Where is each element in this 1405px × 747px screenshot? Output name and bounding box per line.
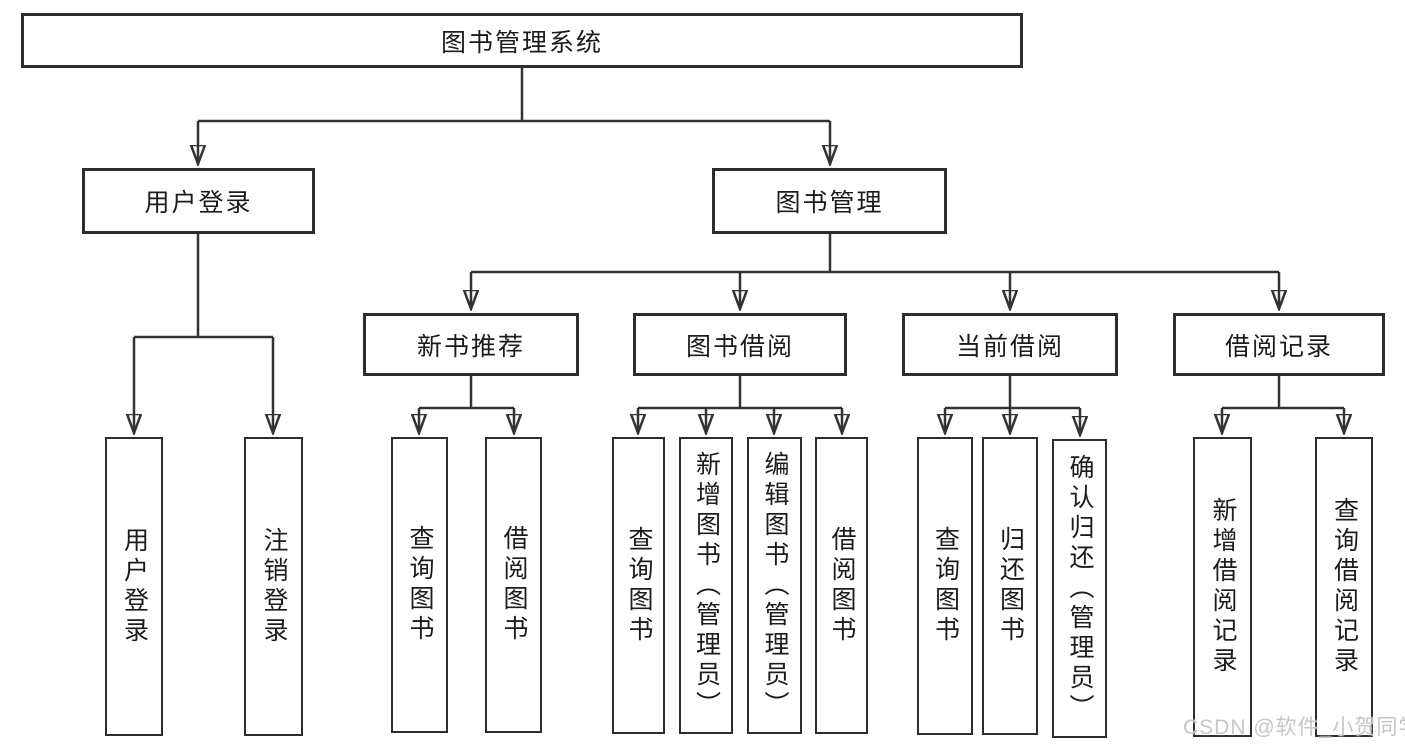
leaf-borrow-add-books-admin: 新增图书（管理员） xyxy=(679,437,733,734)
leaf-user-login: 用户登录 xyxy=(105,437,163,736)
connector-root-to-level2 xyxy=(198,68,830,164)
connector-book-mgmt-to-level3 xyxy=(471,234,1279,309)
leaf-borrow-edit-books-admin-label: 编辑图书（管理员） xyxy=(761,450,789,721)
node-book-management-label: 图书管理 xyxy=(775,189,884,217)
leaf-newrec-borrow-books-label: 借阅图书 xyxy=(500,525,528,645)
node-new-book-recommend: 新书推荐 xyxy=(363,313,579,376)
node-user-login-label: 用户登录 xyxy=(144,189,253,217)
leaf-borrow-query-books-label: 查询图书 xyxy=(625,525,653,646)
connector-current-borrow-to-children xyxy=(945,376,1080,435)
leaf-current-query-books-label: 查询图书 xyxy=(931,526,960,646)
leaf-records-add-record: 新增借阅记录 xyxy=(1193,437,1252,737)
leaf-current-confirm-return-admin: 确认归还（管理员） xyxy=(1052,439,1107,738)
leaf-newrec-query-books: 查询图书 xyxy=(391,437,448,733)
node-user-login: 用户登录 xyxy=(82,168,315,234)
node-current-borrow: 当前借阅 xyxy=(902,313,1118,376)
node-borrow-records: 借阅记录 xyxy=(1173,313,1385,376)
node-current-borrow-label: 当前借阅 xyxy=(955,332,1064,361)
node-book-borrow: 图书借阅 xyxy=(633,313,847,376)
leaf-newrec-borrow-books: 借阅图书 xyxy=(485,437,542,733)
leaf-borrow-query-books: 查询图书 xyxy=(612,437,665,734)
leaf-borrow-edit-books-admin: 编辑图书（管理员） xyxy=(747,437,802,734)
connector-book-borrow-to-children xyxy=(638,376,842,433)
node-root-system: 图书管理系统 xyxy=(21,13,1023,68)
leaf-borrow-borrow-books-label: 借阅图书 xyxy=(828,525,856,646)
leaf-current-query-books: 查询图书 xyxy=(917,437,973,735)
node-borrow-records-label: 借阅记录 xyxy=(1224,332,1333,361)
leaf-user-login-label: 用户登录 xyxy=(120,526,149,647)
leaf-newrec-query-books-label: 查询图书 xyxy=(406,525,434,645)
node-book-management: 图书管理 xyxy=(712,168,947,234)
leaf-current-return-books: 归还图书 xyxy=(982,437,1038,735)
node-root-system-label: 图书管理系统 xyxy=(440,28,603,57)
node-new-book-recommend-label: 新书推荐 xyxy=(416,332,525,361)
leaf-records-query-record-label: 查询借阅记录 xyxy=(1330,497,1359,677)
node-book-borrow-label: 图书借阅 xyxy=(685,332,794,361)
connector-records-to-children xyxy=(1222,376,1344,433)
connector-new-book-to-children xyxy=(419,376,514,433)
csdn-watermark: CSDN @软件_小贺同学 xyxy=(1183,716,1405,739)
leaf-current-return-books-label: 归还图书 xyxy=(996,526,1025,646)
leaf-records-add-record-label: 新增借阅记录 xyxy=(1209,497,1237,677)
leaf-borrow-borrow-books: 借阅图书 xyxy=(815,437,868,734)
connector-user-login-to-children xyxy=(134,234,273,433)
leaf-logout-label: 注销登录 xyxy=(260,526,288,647)
leaf-logout: 注销登录 xyxy=(244,437,303,736)
leaf-current-confirm-return-admin-label: 确认归还（管理员） xyxy=(1066,453,1094,724)
leaf-borrow-add-books-admin-label: 新增图书（管理员） xyxy=(692,450,721,721)
leaf-records-query-record: 查询借阅记录 xyxy=(1315,437,1373,737)
